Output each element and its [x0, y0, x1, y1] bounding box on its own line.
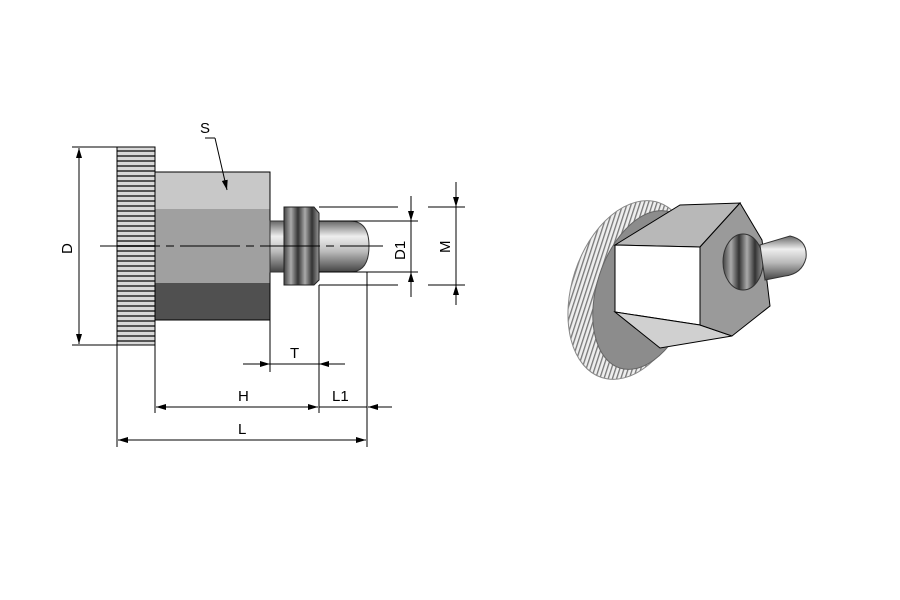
hex-front-face	[614, 244, 701, 326]
isometric-view	[567, 200, 807, 380]
dimensions	[72, 137, 465, 447]
label-m: M	[437, 241, 454, 254]
label-d: D	[59, 243, 76, 254]
label-l: L	[238, 421, 246, 438]
hex-body-top	[155, 172, 270, 209]
label-h: H	[238, 388, 249, 405]
pin-3d	[759, 235, 807, 281]
side-view	[100, 146, 383, 346]
label-t: T	[290, 345, 299, 362]
label-d1: D1	[392, 241, 409, 260]
label-s: S	[200, 120, 210, 137]
label-l1: L1	[332, 388, 349, 405]
hex-body-bottom	[155, 283, 270, 320]
thread-3d	[722, 233, 764, 291]
